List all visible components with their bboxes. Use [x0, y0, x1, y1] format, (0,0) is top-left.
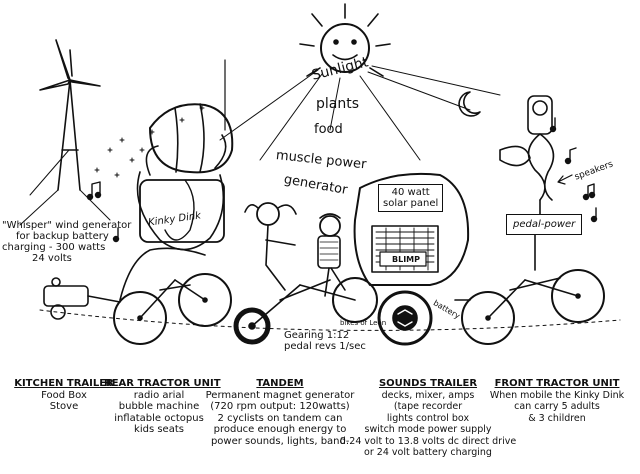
wind-generator-label: "Whisper" wind generator for backup batt…	[2, 220, 131, 264]
tandem	[233, 202, 378, 345]
section-line: lights control box	[386, 412, 470, 424]
section-line: can carry 5 adults	[514, 401, 600, 412]
section-line: bubble machine	[118, 401, 200, 412]
sounds-trailer	[353, 172, 470, 346]
section-title: FRONT TRACTOR UNIT	[494, 378, 620, 389]
section-title: SOUNDS TRAILER	[378, 378, 478, 389]
section-title: REAR TRACTOR UNIT	[104, 378, 221, 389]
wind-line-3: charging - 300 watts	[2, 242, 106, 253]
energy-chain-food: food	[314, 122, 343, 137]
section-line: 2 cyclists on tandem can	[217, 412, 343, 424]
solar-panel-label: 40 watt solar panel	[378, 184, 444, 212]
section-line: (720 rpm output: 120watts)	[210, 401, 350, 412]
section-line: Stove	[49, 401, 79, 412]
section-line: switch mode power supply	[364, 424, 492, 435]
energy-chain-plants: plants	[316, 96, 360, 112]
wind-line-4: 24 volts	[32, 253, 72, 264]
kitchen-trailer	[43, 277, 121, 320]
pedal-power-sign: pedal-power	[506, 214, 583, 235]
front-tractor-unit	[454, 95, 605, 345]
section-line: decks, mixer, amps	[381, 389, 475, 401]
section-tandem: TANDEM Permanent magnet generator (720 r…	[200, 378, 360, 447]
section-line: Food Box	[41, 389, 87, 401]
section-line: Permanent magnet generator	[205, 389, 355, 401]
bicycle-icon	[113, 273, 232, 345]
section-line: 0-24 volt to 13.8 volts dc direct drive	[339, 435, 517, 447]
moon-icon	[458, 91, 481, 117]
section-line: power sounds, lights, band.	[210, 435, 350, 447]
gearing-line-2: pedal revs 1/sec	[284, 341, 366, 352]
section-line: or 24 volt battery charging	[364, 447, 492, 458]
section-rear-tractor-unit: REAR TRACTOR UNIT radio arial bubble mac…	[104, 378, 221, 436]
section-line: inflatable octopus	[114, 412, 204, 424]
section-line: (tape recorder	[393, 401, 463, 412]
sun-icon	[219, 3, 501, 161]
section-kitchen-trailer: KITCHEN TRAILER Food Box Stove	[12, 378, 116, 413]
wind-line-2: for backup battery	[16, 231, 109, 242]
music-note-icon	[86, 117, 598, 243]
blimp-label: BLIMP	[392, 255, 420, 264]
gearing-line-1: Gearing 1:12	[284, 330, 350, 341]
section-line: produce enough energy to	[213, 424, 347, 435]
section-title: KITCHEN TRAILER	[14, 378, 114, 389]
gearing-label: Gearing 1:12 pedal revs 1/sec	[284, 330, 366, 352]
section-front-tractor-unit: FRONT TRACTOR UNIT When mobile the Kinky…	[478, 378, 636, 424]
section-line: radio arial	[133, 389, 185, 401]
section-line: kids seats	[134, 424, 184, 435]
rear-tractor-unit	[136, 59, 234, 251]
section-title: TANDEM	[256, 378, 304, 389]
wind-turbine-icon	[19, 39, 111, 226]
small-tag: bikes of Leon	[340, 319, 387, 327]
solar-line-2: solar panel	[383, 198, 439, 209]
wind-line-1: "Whisper" wind generator	[2, 220, 132, 231]
section-line: When mobile the Kinky Dink	[489, 389, 625, 401]
solar-line-1: 40 watt	[391, 187, 430, 198]
section-sounds-trailer: SOUNDS TRAILER decks, mixer, amps (tape …	[326, 378, 530, 459]
section-line: & 3 children	[528, 412, 586, 424]
